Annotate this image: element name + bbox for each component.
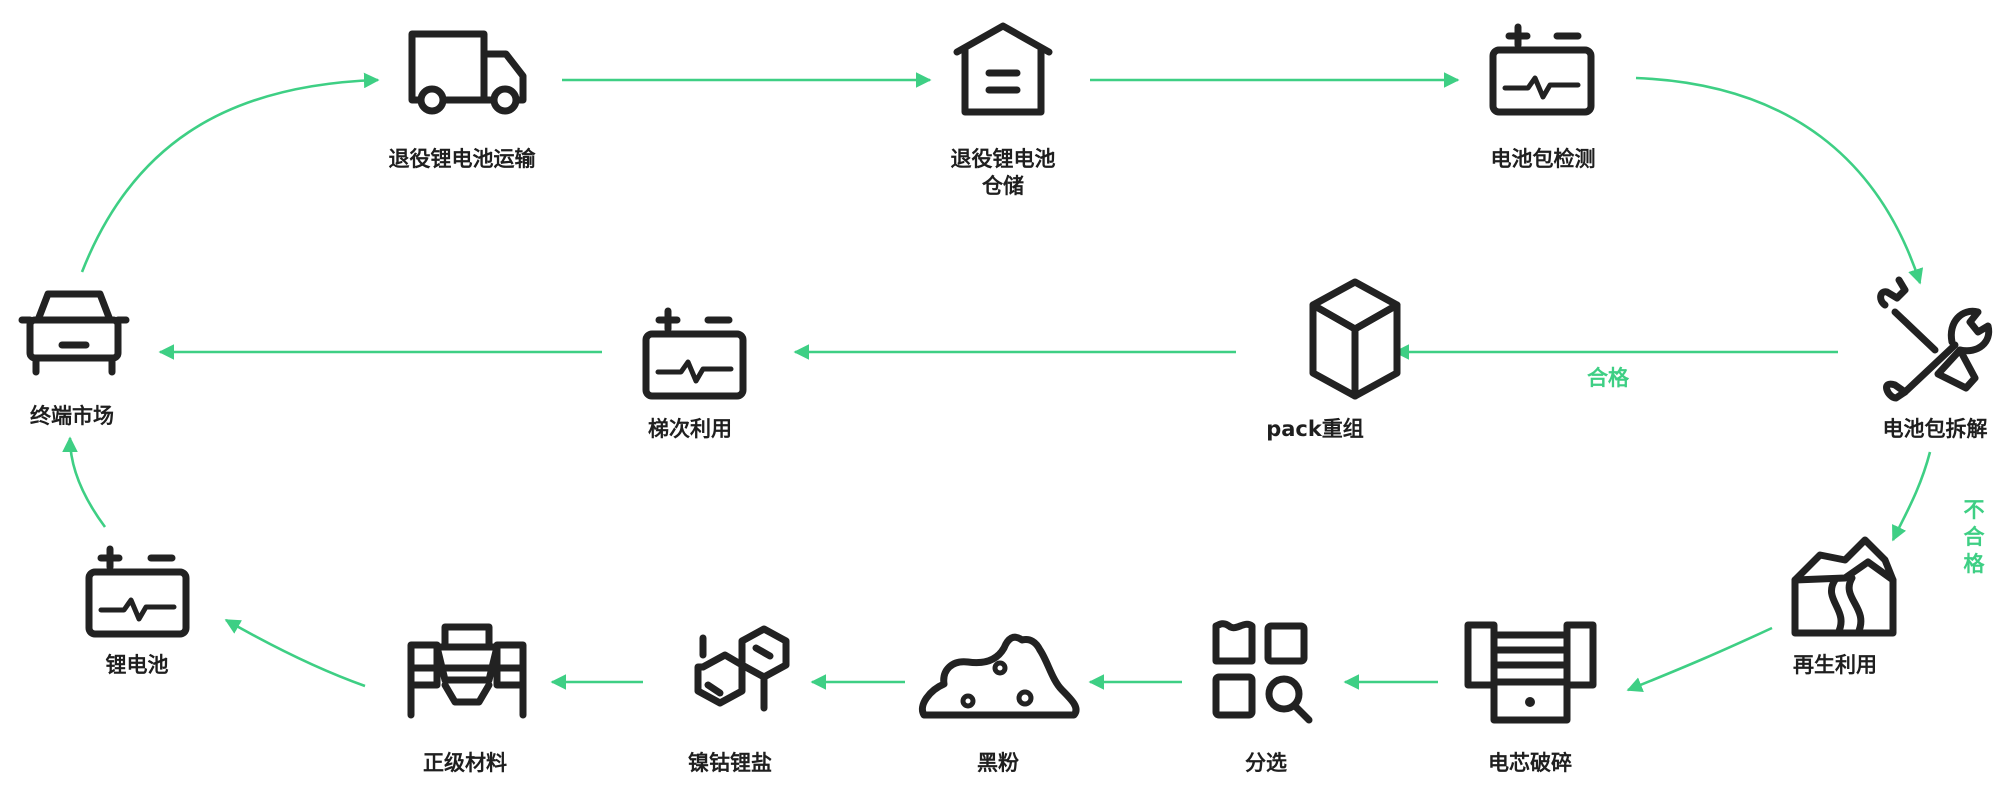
node-pack-regroup: pack重组 [1266,278,1401,441]
edge-label-unqualified-char: 合 [1964,525,1986,549]
node-black-powder: 黑粉 [919,633,1080,775]
sorting-grid-icon [1212,620,1313,724]
node-label: pack重组 [1266,417,1364,441]
node-label: 仓储 [981,174,1024,198]
node-label: 正级材料 [423,751,507,775]
node-pack-test: 电池包检测 [1489,23,1596,171]
mountain-icon [1791,536,1897,637]
edge-label-unqualified: 不 合 格 [1964,498,1986,576]
node-label: 电芯破碎 [1488,751,1572,775]
node-label: 电池包拆解 [1883,417,1988,441]
arrow-recycle-to-crush [1626,626,1773,692]
node-label: 电池包检测 [1491,147,1596,171]
node-cascade-use: 梯次利用 [642,307,747,441]
powder-pile-icon [919,633,1080,719]
battery-icon [1489,23,1595,116]
crusher-icon [1464,621,1597,724]
node-cathode: 正级材料 [407,623,527,775]
press-machine-icon [407,623,527,719]
battery-icon [642,307,747,400]
arrow-cathode-to-battery [224,618,366,688]
node-label: 分选 [1245,751,1287,775]
node-label: 黑粉 [977,751,1019,775]
node-storage: 退役锂电池 仓储 [951,22,1056,198]
node-label: 退役锂电池 [951,147,1056,171]
edge-label-unqualified-char: 不 [1964,498,1985,522]
cube-icon [1309,278,1401,400]
car-icon [18,290,130,376]
arrow-market-to-transport [80,72,380,273]
truck-icon [408,30,527,115]
edge-label-qualified: 合格 [1587,366,1630,390]
arrow-disassemble-to-recycle [1891,451,1932,542]
node-label: 梯次利用 [648,417,732,441]
node-label: 退役锂电池运输 [389,147,537,171]
node-label: 终端市场 [30,404,114,428]
node-disassemble: 电池包拆解 [1877,276,1993,441]
node-recycle: 再生利用 [1791,536,1897,677]
edge-label-unqualified-char: 格 [1964,552,1986,576]
node-battery: 锂电池 [85,545,190,677]
node-label: 再生利用 [1793,653,1877,677]
warehouse-icon [953,22,1053,116]
node-sorting: 分选 [1212,620,1313,775]
battery-icon [85,545,190,638]
node-label: 锂电池 [106,653,169,677]
hexagon-molecule-icon [694,625,790,712]
node-salts: 镍钴锂盐 [688,625,790,775]
arrow-battery-to-market [62,436,107,528]
node-market: 终端市场 [18,290,130,428]
flow-arrows [62,72,1932,692]
node-label: 镍钴锂盐 [688,751,772,775]
node-transport: 退役锂电池运输 [389,30,537,171]
arrow-test-to-disassemble [1635,76,1924,285]
node-cell-crush: 电芯破碎 [1464,621,1597,775]
wrench-screwdriver-icon [1877,276,1993,402]
